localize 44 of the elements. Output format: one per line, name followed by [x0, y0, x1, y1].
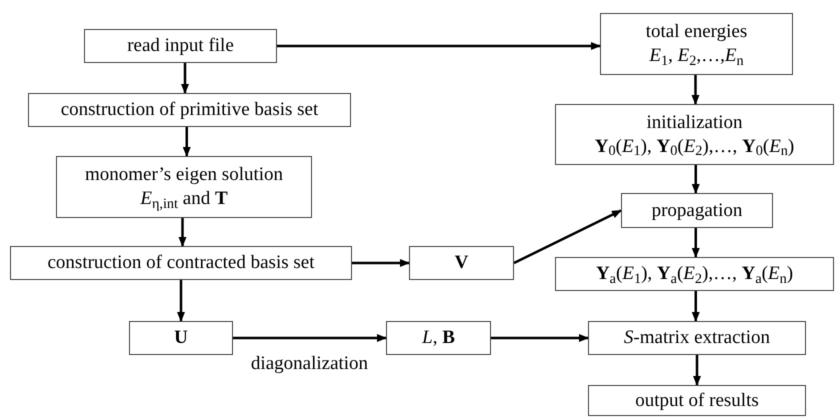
process-box — [129, 321, 233, 355]
process-box — [621, 193, 773, 228]
arrow — [692, 165, 700, 194]
process-box — [555, 257, 834, 291]
box-text: E$_{η,int}$ and T — [140, 187, 228, 211]
arrow — [693, 355, 701, 386]
edge-label: diagonalization — [250, 354, 368, 373]
process-box — [56, 156, 312, 218]
process-box — [409, 246, 514, 280]
box-text: V — [454, 251, 468, 275]
box-text: initialization — [646, 110, 743, 134]
arrow — [277, 42, 601, 50]
process-box — [588, 385, 806, 416]
box-text: L, B — [422, 326, 455, 350]
arrow — [692, 291, 700, 322]
process-box — [386, 321, 491, 355]
process-box — [588, 321, 806, 355]
box-text: monomer’s eigen solution — [84, 163, 284, 187]
process-box — [28, 93, 351, 127]
box-text: total energies — [646, 20, 748, 44]
process-box — [10, 246, 352, 280]
box-text: Y$_{0}$(E$_{1}$), Y$_{0}$(E$_{2}$),…, Y$_{0}$(E$_{n}$) — [594, 134, 794, 158]
box-text: U — [174, 326, 188, 350]
arrow — [181, 63, 189, 94]
arrow — [513, 209, 622, 264]
arrow — [178, 218, 186, 247]
box-text: read input file — [127, 34, 234, 58]
arrow — [692, 228, 700, 258]
arrow — [177, 280, 185, 322]
process-box — [555, 104, 834, 165]
arrow — [233, 334, 387, 342]
box-text: construction of contracted basis set — [48, 251, 314, 275]
box-text: S-matrix extraction — [624, 326, 770, 350]
box-text: E$_{1}$, E$_{2}$,…,E$_{n}$ — [649, 44, 744, 68]
arrow — [182, 127, 191, 157]
box-text: construction of primitive basis set — [60, 98, 318, 122]
process-box — [84, 29, 277, 63]
box-text: propagation — [652, 198, 742, 222]
arrow — [692, 75, 700, 105]
box-text: Y$_{a}$(E$_{1}$), Y$_{a}$(E$_{2}$),…, Y$_{a}$(E$_{n}$) — [596, 262, 794, 286]
process-box — [600, 13, 793, 75]
box-text: output of results — [635, 388, 759, 412]
arrow — [352, 259, 410, 267]
arrow — [491, 334, 589, 342]
